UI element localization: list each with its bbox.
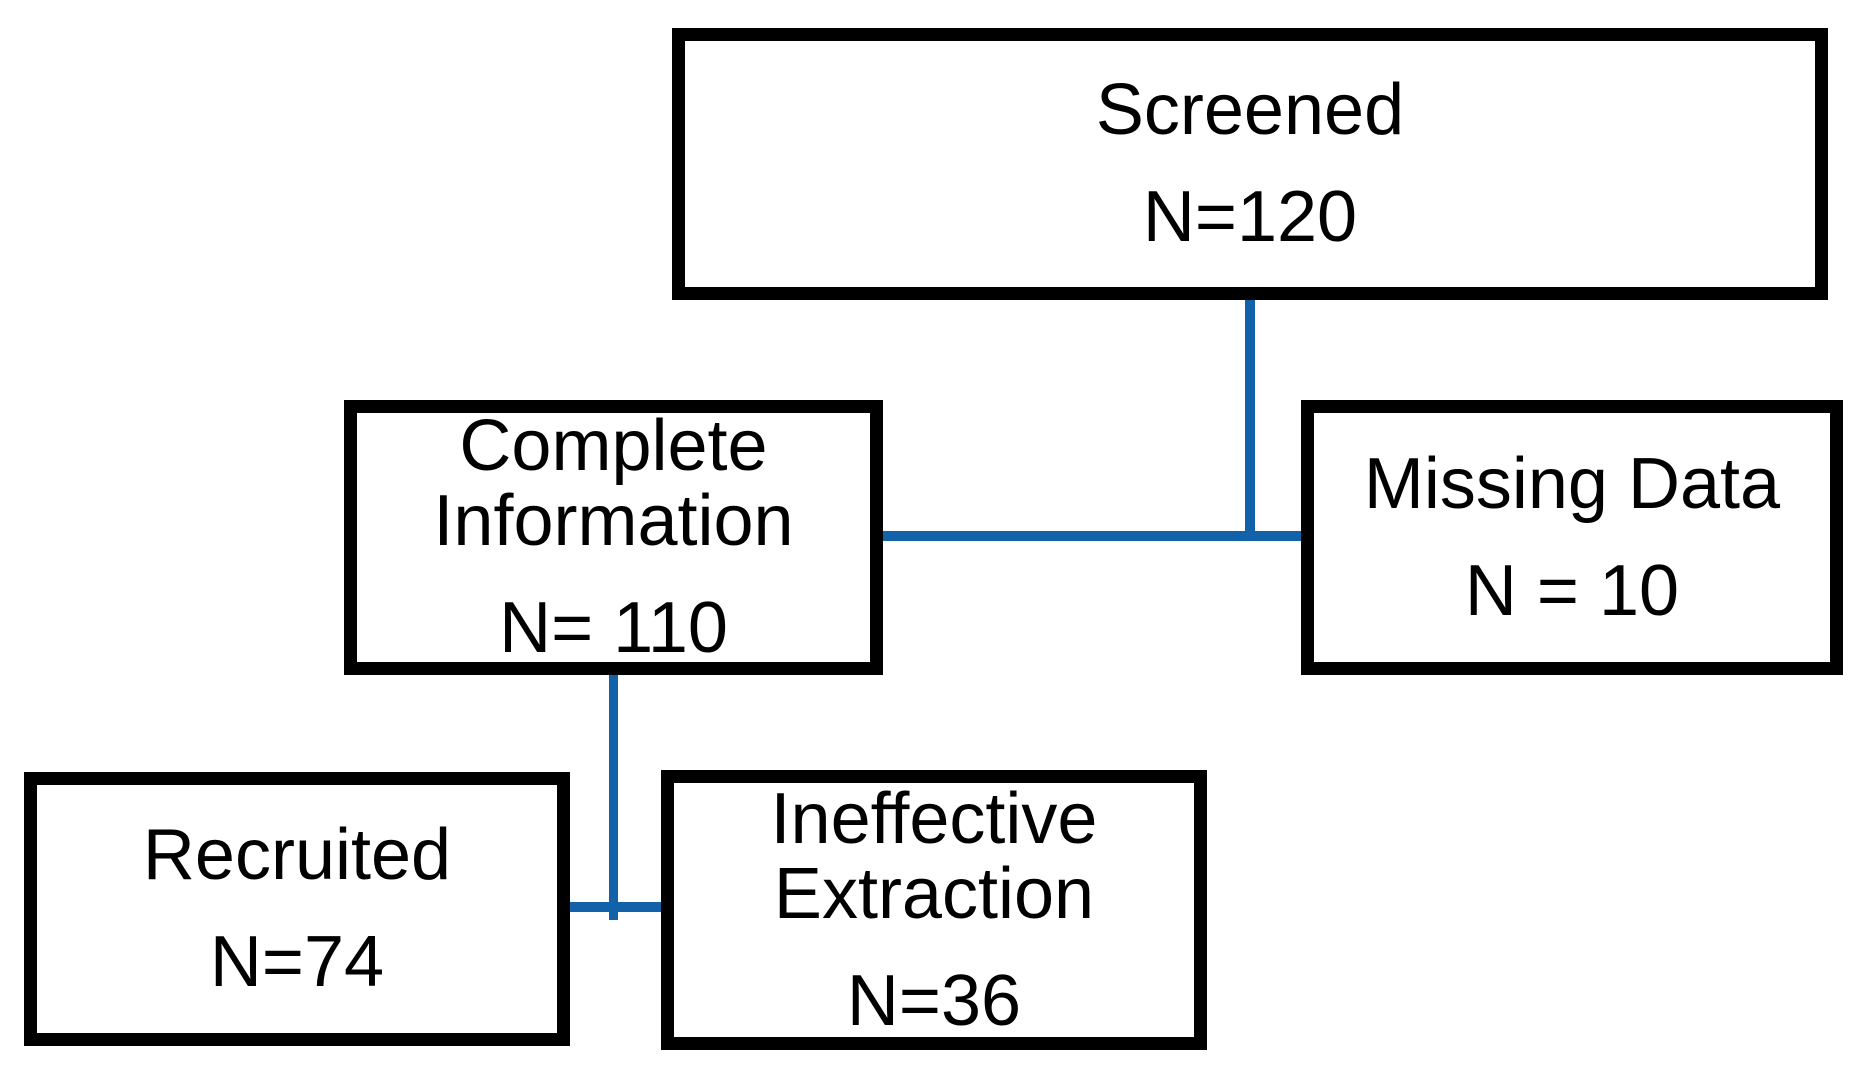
node-screened: Screened N=120	[672, 28, 1828, 300]
connector-complete-to-missing	[883, 531, 1301, 541]
node-ineffective-extraction-label: Ineffective Extraction	[770, 778, 1098, 934]
node-missing-data: Missing Data N = 10	[1301, 400, 1843, 675]
node-screened-count: N=120	[1142, 177, 1358, 257]
node-ineffective-extraction-count: N=36	[846, 960, 1022, 1041]
connector-recruited-to-ineffective	[570, 902, 661, 912]
node-complete-information-count: N= 110	[499, 588, 728, 668]
node-missing-data-count: N = 10	[1464, 550, 1680, 631]
node-complete-information: Complete Information N= 110	[344, 400, 883, 675]
node-recruited-label: Recruited	[142, 815, 452, 895]
node-ineffective-extraction: Ineffective Extraction N=36	[661, 770, 1207, 1050]
connector-screened-drop	[1245, 300, 1255, 541]
node-recruited-count: N=74	[209, 922, 385, 1002]
node-screened-label: Screened	[1095, 70, 1405, 150]
node-recruited: Recruited N=74	[24, 772, 570, 1046]
connector-complete-drop	[609, 675, 618, 920]
node-complete-information-label: Complete Information	[433, 406, 794, 561]
node-missing-data-label: Missing Data	[1363, 443, 1781, 524]
